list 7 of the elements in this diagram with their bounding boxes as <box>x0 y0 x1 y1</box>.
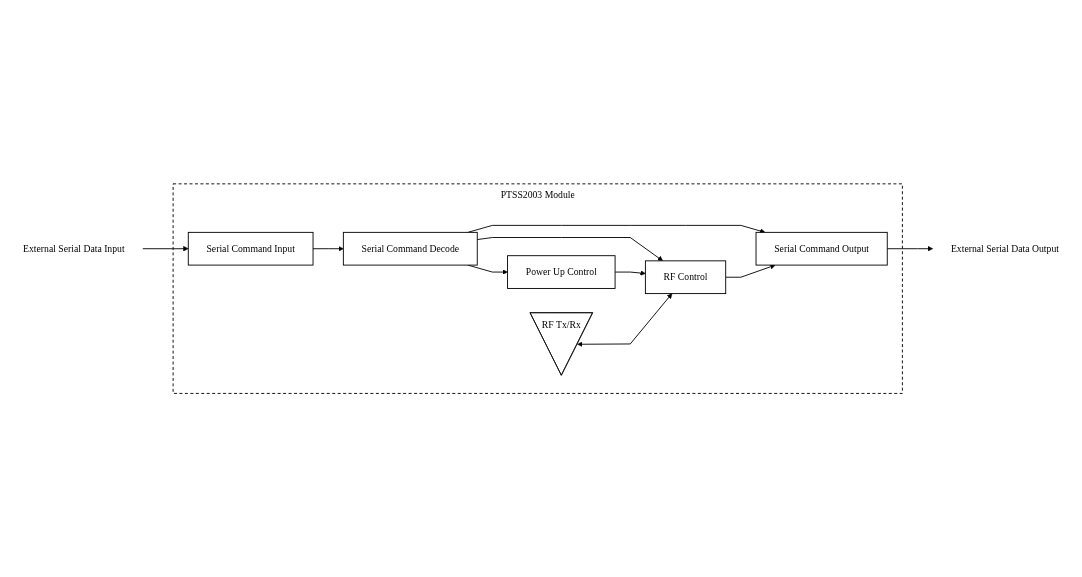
node-box: Serial Command Input <box>187 231 314 266</box>
node-box: Serial Command Decode <box>342 231 478 266</box>
node-box: Power Up Control <box>507 255 616 289</box>
node-box: Serial Command Output <box>755 231 888 266</box>
node-box: RF Control <box>644 260 727 294</box>
node-text: External Serial Data Output <box>950 243 1059 254</box>
node-text: External Serial Data Input <box>23 243 125 254</box>
